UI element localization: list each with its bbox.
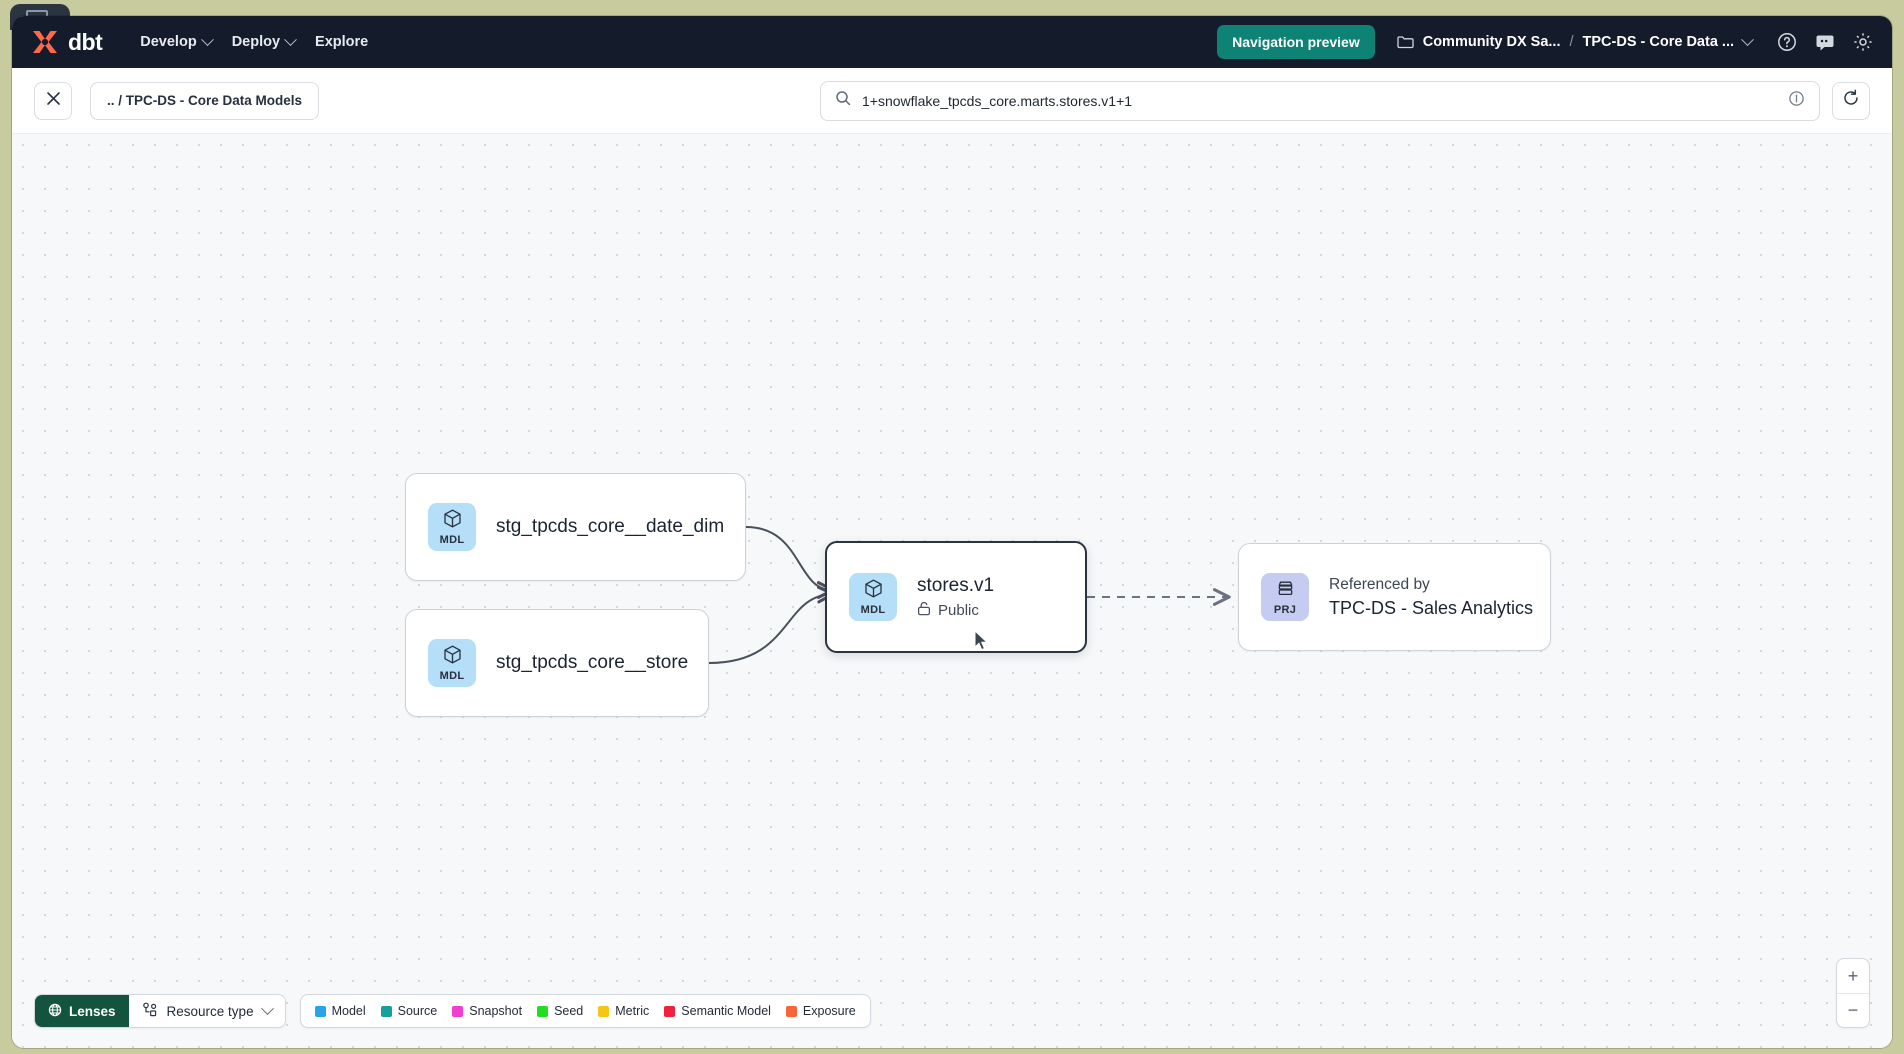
- gear-icon[interactable]: [1852, 31, 1874, 53]
- search-box[interactable]: [820, 80, 1820, 121]
- chevron-down-icon[interactable]: [1741, 32, 1754, 46]
- legend-label: Model: [331, 1004, 366, 1018]
- node-title: stores.v1: [917, 574, 995, 596]
- legend-label: Source: [397, 1004, 438, 1018]
- legend-swatch: [314, 1005, 326, 1017]
- model-badge: MDL: [428, 639, 476, 687]
- lens-globe-icon: [48, 1003, 62, 1020]
- lineage-edges: [708, 526, 1892, 664]
- legend-swatch: [537, 1005, 549, 1017]
- lineage-canvas[interactable]: MDL stg_tpcds_core__date_dim MDL stg_tpc…: [12, 134, 1892, 1048]
- legend-item-exposure[interactable]: Exposure: [785, 1004, 856, 1018]
- nav-deploy-label: Deploy: [231, 34, 281, 50]
- zoom-controls: + −: [1836, 958, 1870, 1028]
- chevron-down-icon: [200, 32, 214, 46]
- model-badge-label: MDL: [860, 604, 886, 616]
- nodes-icon: [142, 1002, 158, 1020]
- node-text-column: stores.v1 Public: [917, 575, 994, 620]
- dbt-logo[interactable]: dbt: [30, 28, 103, 56]
- folder-icon: [1397, 35, 1414, 49]
- node-stg-tpcds-core-date-dim[interactable]: MDL stg_tpcds_core__date_dim: [405, 473, 746, 581]
- legend-swatch: [452, 1005, 464, 1017]
- nav-develop-label: Develop: [140, 34, 197, 50]
- legend-swatch: [664, 1005, 676, 1017]
- chevron-down-icon: [284, 32, 297, 46]
- edge-date_dim-to-stores: [745, 526, 832, 590]
- legend-swatch: [598, 1005, 610, 1017]
- refresh-button[interactable]: [1832, 81, 1870, 120]
- nav-explore[interactable]: Explore: [305, 27, 378, 57]
- model-badge-label: MDL: [439, 534, 465, 546]
- chevron-down-icon: [260, 1001, 274, 1015]
- breadcrumb-project[interactable]: TPC-DS - Core Data ...: [1582, 34, 1734, 50]
- project-badge-label: PRJ: [1273, 604, 1297, 616]
- zoom-out-button[interactable]: −: [1837, 993, 1869, 1027]
- navigation-preview-button[interactable]: Navigation preview: [1217, 25, 1375, 59]
- app-window: dbt Develop Deploy Explore Navigation pr…: [12, 16, 1892, 1048]
- nav-deploy[interactable]: Deploy: [222, 27, 305, 57]
- unlock-icon: [917, 601, 931, 620]
- legend-item-metric[interactable]: Metric: [598, 1004, 649, 1018]
- refresh-icon: [1842, 89, 1860, 112]
- edge-store-to-stores: [708, 594, 832, 664]
- legend-label: Snapshot: [469, 1004, 523, 1018]
- model-badge: MDL: [428, 503, 476, 551]
- dbt-mark-icon: [30, 28, 60, 56]
- search-input[interactable]: [862, 92, 1777, 109]
- legend-item-seed[interactable]: Seed: [537, 1004, 583, 1018]
- close-icon: [46, 91, 61, 111]
- search-area: [820, 80, 1870, 121]
- stack-icon: [1275, 578, 1296, 604]
- lenses-label: Lenses: [69, 1003, 116, 1019]
- node-referenced-by-sales-analytics[interactable]: PRJ Referenced by TPC-DS - Sales Analyti…: [1238, 543, 1551, 651]
- cube-icon: [863, 578, 884, 604]
- node-access: Public: [917, 601, 994, 620]
- node-title: stg_tpcds_core__date_dim: [496, 516, 725, 537]
- legend-label: Seed: [554, 1004, 584, 1018]
- legend-item-model[interactable]: Model: [314, 1004, 366, 1018]
- breadcrumb-chip[interactable]: .. / TPC-DS - Core Data Models: [90, 81, 320, 120]
- legend-item-snapshot[interactable]: Snapshot: [452, 1004, 522, 1018]
- lenses-button[interactable]: Lenses: [35, 995, 129, 1027]
- resource-type-dropdown[interactable]: Resource type: [128, 995, 285, 1027]
- zoom-in-button[interactable]: +: [1847, 965, 1859, 986]
- legend-label: Semantic Model: [681, 1004, 771, 1018]
- node-caption: Referenced by: [1329, 575, 1430, 593]
- cube-icon: [442, 644, 463, 670]
- legend-label: Exposure: [802, 1004, 856, 1018]
- close-button[interactable]: [34, 81, 72, 120]
- node-title: stg_tpcds_core__store: [496, 652, 689, 673]
- lineage-toolbar: .. / TPC-DS - Core Data Models: [12, 68, 1892, 134]
- node-title: TPC-DS - Sales Analytics: [1329, 597, 1534, 618]
- nav-develop[interactable]: Develop: [130, 27, 221, 57]
- info-icon[interactable]: [1788, 90, 1805, 112]
- legend-swatch: [785, 1005, 797, 1017]
- model-badge-label: MDL: [439, 670, 465, 682]
- project-badge: PRJ: [1261, 573, 1309, 621]
- node-stg-tpcds-core-store[interactable]: MDL stg_tpcds_core__store: [405, 609, 709, 717]
- model-badge: MDL: [849, 573, 897, 621]
- resource-type-label: Resource type: [166, 1003, 254, 1019]
- feedback-chat-icon[interactable]: [1814, 31, 1836, 53]
- lens-control-group: Lenses Resource type: [34, 994, 286, 1028]
- nav-explore-label: Explore: [315, 34, 369, 50]
- cube-icon: [442, 508, 463, 534]
- breadcrumb-separator: /: [1569, 34, 1574, 50]
- lineage-bottom-bar: Lenses Resource type: [34, 994, 871, 1028]
- node-access-label: Public: [938, 601, 979, 619]
- breadcrumb: Community DX Sa... / TPC-DS - Core Data …: [1397, 32, 1754, 50]
- legend-label: Metric: [615, 1004, 650, 1018]
- resource-type-legend: Model Source Snapshot Seed: [299, 994, 871, 1028]
- node-text-column: Referenced by TPC-DS - Sales Analytics: [1329, 576, 1533, 619]
- top-navigation-bar: dbt Develop Deploy Explore Navigation pr…: [12, 16, 1892, 68]
- breadcrumb-account[interactable]: Community DX Sa...: [1422, 34, 1561, 50]
- node-stores-v1[interactable]: MDL stores.v1 Public: [825, 541, 1087, 653]
- topbar-icon-group: [1776, 31, 1874, 53]
- legend-item-semantic-model[interactable]: Semantic Model: [664, 1004, 771, 1018]
- legend-item-source[interactable]: Source: [380, 1004, 438, 1018]
- legend-swatch: [380, 1005, 392, 1017]
- brand-name: dbt: [68, 28, 103, 55]
- search-icon: [835, 90, 851, 111]
- help-circle-icon[interactable]: [1776, 31, 1798, 53]
